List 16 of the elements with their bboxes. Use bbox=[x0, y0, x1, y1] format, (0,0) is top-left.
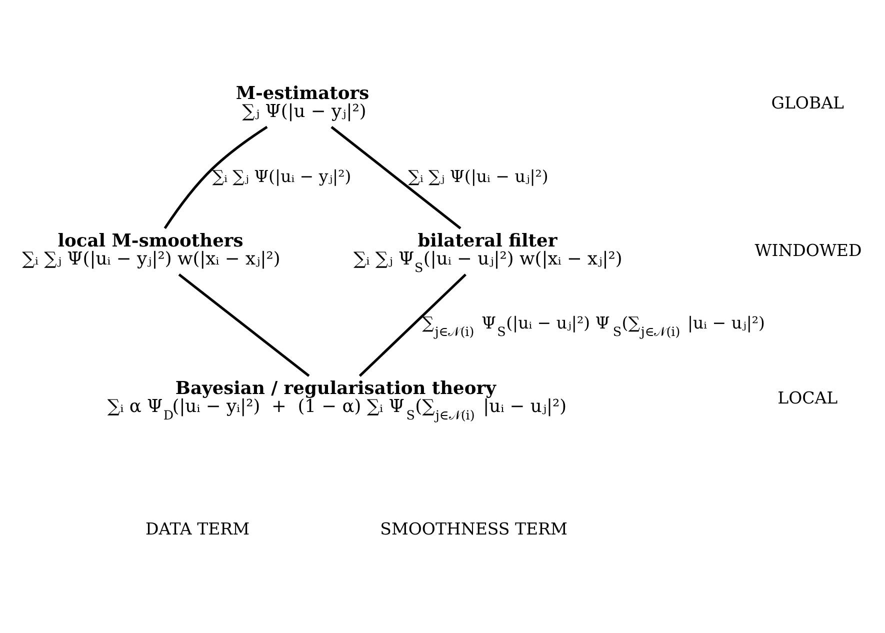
label: LOCAL bbox=[778, 388, 838, 407]
label: WINDOWED bbox=[754, 240, 862, 260]
edge-label: ∑ᵢ ∑ⱼ Ψ(|uᵢ − uⱼ|²) bbox=[408, 166, 548, 186]
connector bbox=[178, 272, 310, 376]
label: SMOOTHNESS TERM bbox=[380, 518, 568, 538]
node-text: bilateral filter ∑ᵢ ∑ⱼ Ψ$_{S}$(|uᵢ − uⱼ|²) w(|xᵢ − xⱼ|²) bbox=[353, 230, 622, 274]
node-text: Bayesian / regularisation theory ∑ᵢ α Ψ$_{D}$(|uᵢ − yᵢ|²) + (1 − α) ∑ᵢ Ψ$_{S}$(∑$_{j∈𝒩(i)}$ |uᵢ − uⱼ|²) bbox=[107, 378, 567, 422]
label: DATA TERM bbox=[146, 518, 250, 538]
edge-label: ∑ᵢ ∑ⱼ Ψ(|uᵢ − yⱼ|²) bbox=[212, 166, 352, 186]
label: GLOBAL bbox=[771, 92, 844, 112]
node-text: local M-smoothers ∑ᵢ ∑ⱼ Ψ(|uᵢ − yⱼ|²) w(|xᵢ − xⱼ|²) bbox=[22, 230, 280, 269]
node-text: M-estimators ∑ⱼ Ψ(|u − yⱼ|²) bbox=[236, 82, 370, 122]
connector bbox=[330, 125, 462, 229]
connector bbox=[358, 273, 466, 376]
connector bbox=[164, 125, 268, 229]
edge-label: ∑$_{j∈𝒩(i)}$ Ψ$_{S}$(|uᵢ − uⱼ|²) Ψ$_{S}$(∑$_{j∈𝒩(i)}$ |uᵢ − uⱼ|²) bbox=[422, 312, 765, 338]
